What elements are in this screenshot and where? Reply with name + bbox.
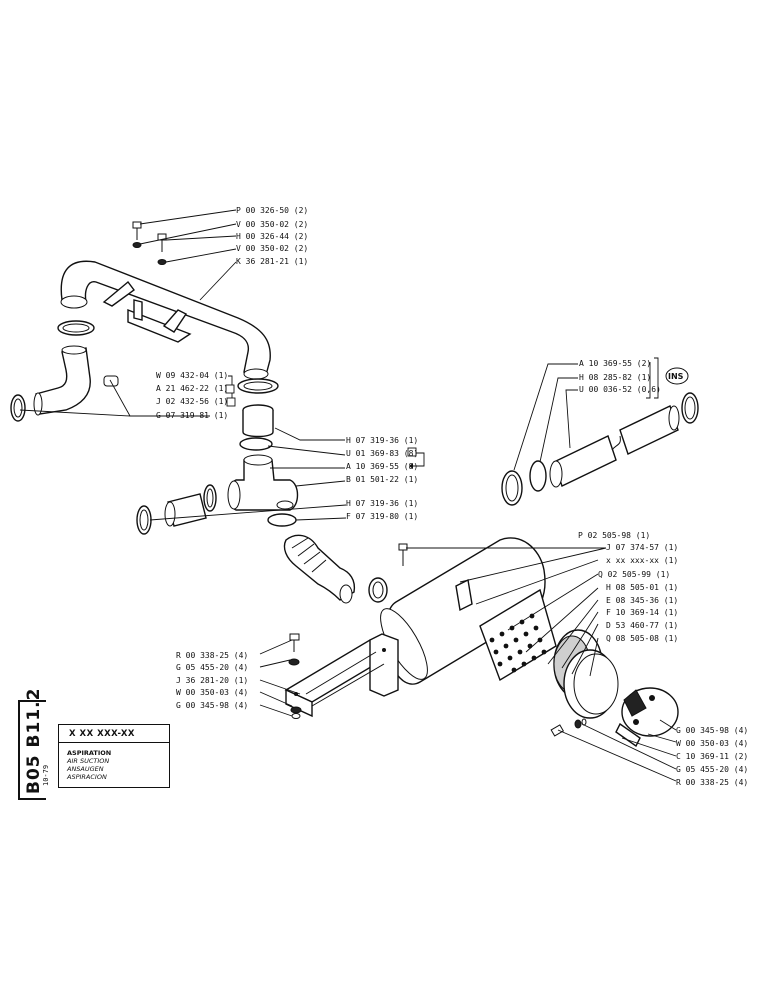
callout-label: H 07 319-36 (1)	[346, 436, 418, 445]
filter-support-bracket	[284, 633, 399, 718]
callout-label: H 08 285-82 (1)	[579, 373, 651, 382]
callout-label: E 08 345-36 (1)	[606, 596, 678, 605]
title-german: ANSAUGEN	[67, 765, 104, 773]
intake-pipe	[549, 405, 680, 488]
callout-label: B 01 501-22 (1)	[346, 475, 418, 484]
marker-boxes	[225, 384, 425, 469]
callout-labels: P 00 326-50 (2) V 00 350-02 (2) H 00 326…	[156, 206, 748, 787]
callout-label: P 00 326-50 (2)	[236, 206, 308, 215]
title-block: X XX XXX-XX ASPIRATION AIR SUCTION ANSAU…	[58, 724, 170, 788]
callout-label: G 00 345-98 (4)	[176, 701, 248, 710]
leader-lines	[19, 209, 677, 782]
callout-label: G 00 345-98 (4)	[676, 726, 748, 735]
callout-label: J 02 432-56 (1)	[156, 397, 228, 406]
callout-label: U 00 036-52 (0,6)	[579, 385, 661, 394]
ins-bracket	[654, 357, 689, 399]
callout-label: A 21 462-22 (1)	[156, 384, 228, 393]
callout-label: V 00 350-02 (2)	[236, 244, 308, 253]
callout-label: W 00 350-03 (4)	[676, 739, 748, 748]
callout-label: V 00 350-02 (2)	[236, 220, 308, 229]
callout-label: x xx xxx-xx (1)	[606, 556, 678, 565]
bolt-top	[132, 221, 167, 265]
callout-label: R 00 338-25 (4)	[676, 778, 748, 787]
ins-marker: INS	[668, 372, 684, 381]
callout-label: Q 08 505-08 (1)	[606, 634, 678, 643]
callout-label: J 07 374-57 (1)	[606, 543, 678, 552]
callout-label: R 00 338-25 (4)	[176, 651, 248, 660]
upper-u-pipe	[60, 260, 271, 380]
title-spanish: ASPIRACION	[67, 773, 107, 781]
callout-label: H 08 505-01 (1)	[606, 583, 678, 592]
filter-element-perforated	[479, 588, 557, 682]
sleeve-center	[239, 404, 274, 451]
callout-label: G 07 319-81 (1)	[156, 411, 228, 420]
filter-cover-cap	[553, 629, 619, 719]
title-french: ASPIRATION	[67, 749, 112, 757]
clamp-row-left	[136, 484, 217, 535]
t-piece	[227, 454, 299, 511]
callout-label: P 02 505-98 (1)	[578, 531, 650, 540]
callout-label: H 07 319-36 (1)	[346, 499, 418, 508]
title-english: AIR SUCTION	[67, 757, 110, 765]
clamp-upper-left	[57, 320, 95, 336]
callout-label: D 53 460-77 (1)	[606, 621, 678, 630]
callout-label: G 05 455-20 (4)	[676, 765, 748, 774]
flex-hose	[267, 513, 388, 604]
callout-label: U 01 369-83 (8)	[346, 449, 418, 458]
part-number: X XX XXX-XX	[59, 725, 169, 743]
callout-label: W 00 350-03 (4)	[176, 688, 248, 697]
callout-label: G 05 455-20 (4)	[176, 663, 248, 672]
mounting-band-clamp	[615, 687, 679, 748]
bracket-bolt-stack	[288, 633, 302, 719]
intake-clamps	[501, 392, 699, 506]
callout-label: J 36 281-20 (1)	[176, 676, 248, 685]
callout-label: K 36 281-21 (1)	[236, 257, 308, 266]
callout-label: F 10 369-14 (1)	[606, 608, 678, 617]
callout-label: C 10 369-11 (2)	[676, 752, 748, 761]
revision-date: 10-79	[42, 764, 50, 786]
bolt-filter-bottom	[550, 718, 587, 737]
callout-label: Q 02 505-99 (1)	[598, 570, 670, 579]
callout-label: A 10 369-55 (2)	[579, 359, 651, 368]
elbow-pipe-left	[33, 345, 91, 416]
hose-left	[164, 493, 207, 527]
air-filter-body	[380, 537, 546, 685]
bolt-filter-top	[398, 543, 408, 566]
pipe-bracket	[102, 280, 192, 343]
clamp-far-left	[10, 394, 26, 422]
callout-label: F 07 319-80 (1)	[346, 512, 418, 521]
callout-label: H 00 326-44 (2)	[236, 232, 308, 241]
clamp-upper-right	[237, 378, 279, 394]
callout-label: A 10 369-55 (8)	[346, 462, 418, 471]
callout-label: W 09 432-04 (1)	[156, 371, 228, 380]
